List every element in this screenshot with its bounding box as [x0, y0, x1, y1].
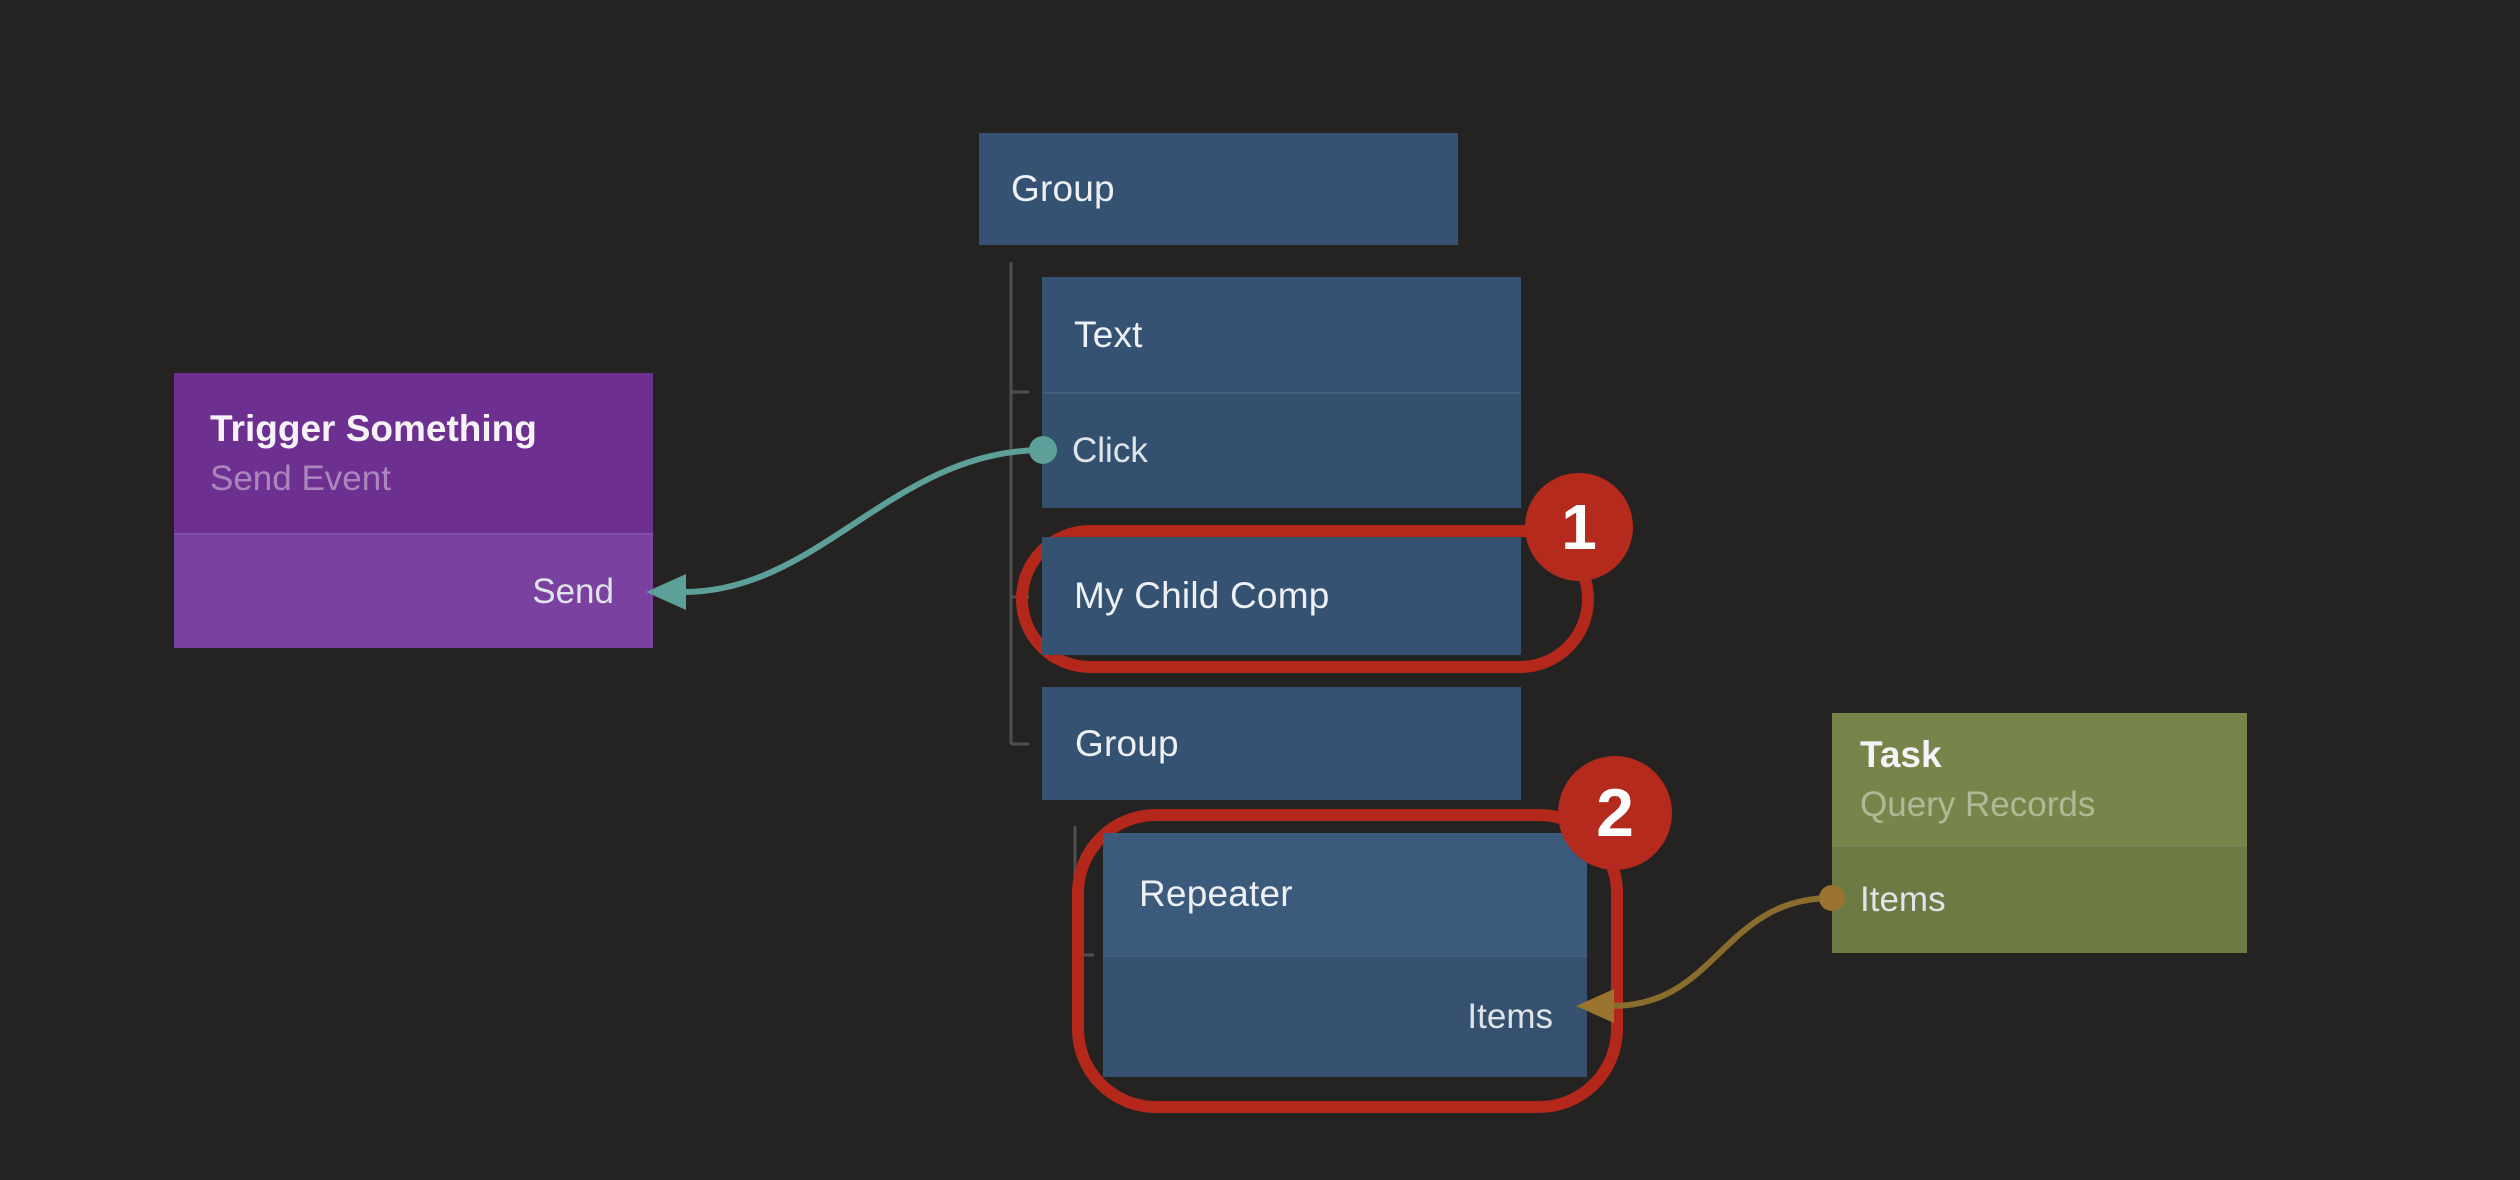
port-label-items-input[interactable]: Items — [1467, 997, 1553, 1036]
node-label: Group — [1075, 722, 1179, 764]
node-header: Text — [1042, 277, 1521, 392]
node-label: Repeater — [1139, 873, 1293, 914]
node-group-inner[interactable]: Group — [1042, 687, 1521, 800]
node-header: Task Query Records — [1832, 713, 2247, 845]
node-header: My Child Comp — [1042, 537, 1521, 655]
node-header: Group — [1042, 687, 1521, 800]
node-header: Repeater — [1103, 833, 1587, 955]
port-label-send[interactable]: Send — [532, 571, 614, 611]
annotation-badge-2: 2 — [1558, 756, 1672, 870]
node-port-row: Send — [174, 533, 653, 648]
node-repeater[interactable]: Repeater Items — [1103, 833, 1587, 1077]
node-label: My Child Comp — [1074, 575, 1330, 616]
node-group-top[interactable]: Group — [979, 133, 1458, 245]
node-label: Group — [1011, 168, 1115, 209]
node-port-row: Items — [1103, 955, 1587, 1077]
port-label-items-output[interactable]: Items — [1860, 880, 1946, 919]
node-label: Text — [1074, 313, 1143, 355]
node-trigger-something[interactable]: Trigger Something Send Event Send — [174, 373, 653, 648]
node-port-row: Items — [1832, 845, 2247, 953]
node-subtitle: Send Event — [210, 458, 391, 498]
annotation-badge-number: 2 — [1596, 775, 1634, 851]
annotation-ring-1 — [1016, 525, 1594, 673]
node-text[interactable]: Text Click — [1042, 277, 1521, 508]
node-title: Trigger Something — [210, 407, 537, 449]
node-my-child-comp[interactable]: My Child Comp — [1042, 537, 1521, 655]
node-port-row: Click — [1042, 392, 1521, 508]
node-header: Group — [979, 133, 1458, 245]
node-header: Trigger Something Send Event — [174, 373, 653, 533]
port-label-click[interactable]: Click — [1072, 431, 1148, 470]
annotation-badge-1: 1 — [1525, 473, 1633, 581]
node-task[interactable]: Task Query Records Items — [1832, 713, 2247, 953]
node-subtitle: Query Records — [1860, 784, 2096, 824]
node-title: Task — [1860, 733, 1942, 775]
annotation-badge-number: 1 — [1561, 491, 1597, 563]
